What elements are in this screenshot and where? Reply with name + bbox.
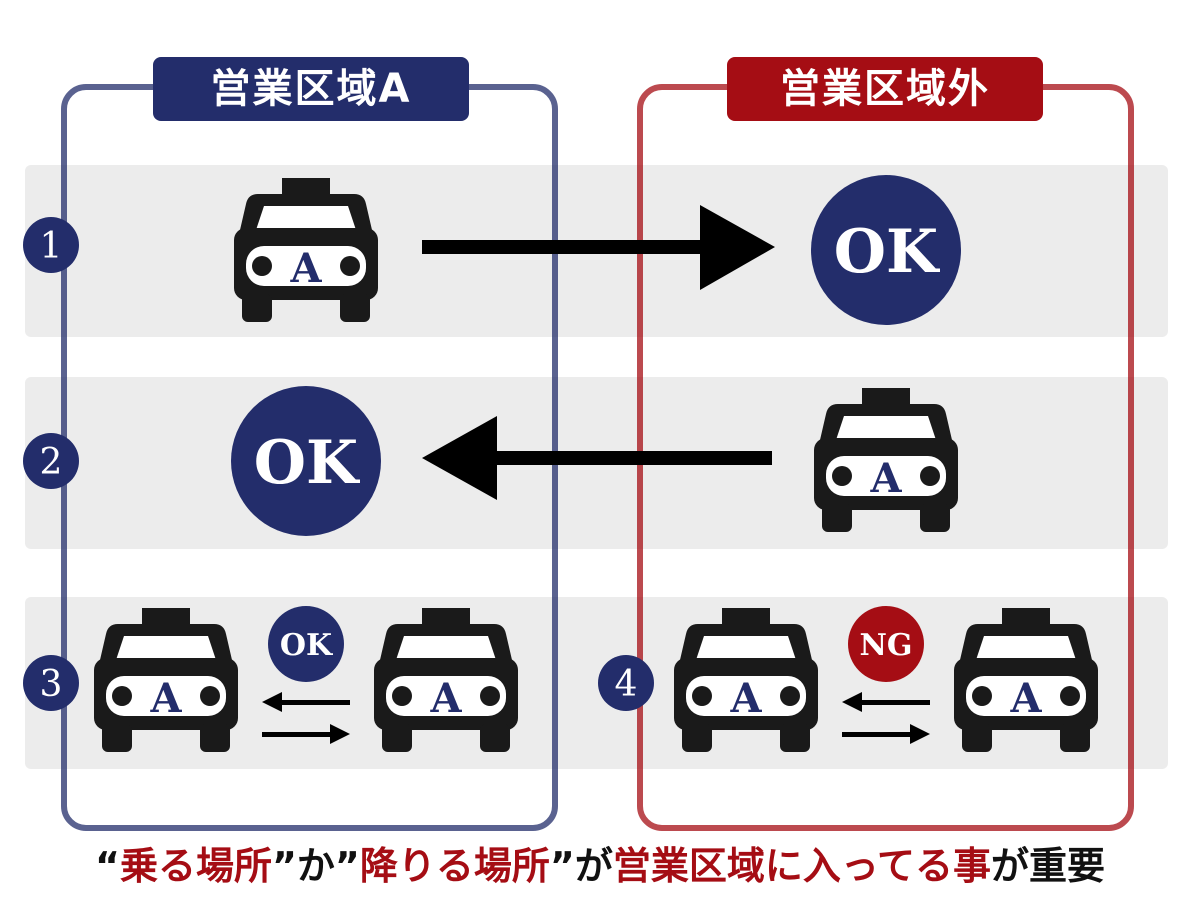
- row-number-4: 4: [615, 664, 638, 705]
- ok-badge-large: OK: [811, 175, 961, 325]
- caption-quote: ”か”: [271, 844, 360, 888]
- taxi-plate-letter: A: [429, 675, 462, 722]
- caption-business-area: 営業区域: [612, 844, 765, 888]
- taxi-icon: A: [94, 608, 238, 752]
- caption-is-important: が重要: [991, 844, 1106, 888]
- row-number-3: 3: [40, 664, 63, 705]
- row-number-badge-4: 4: [598, 655, 654, 711]
- caption-quote: ”が: [549, 844, 613, 888]
- exchange-arrows-icon: [842, 692, 930, 744]
- ok-badge-text: OK: [254, 428, 360, 498]
- taxi-plate-letter: A: [289, 245, 322, 292]
- taxi-plate-letter: A: [869, 455, 902, 502]
- arrow-left-icon: [422, 416, 772, 500]
- exchange-arrows-icon: [262, 692, 350, 744]
- caption-pickup-place: 乗る場所: [119, 844, 272, 888]
- arrow-right-icon: [422, 205, 775, 290]
- row-number-2: 2: [40, 442, 63, 483]
- caption-is-inside: に入ってる事: [764, 844, 992, 888]
- taxi-plate-letter: A: [1009, 675, 1042, 722]
- zone-a-label: 営業区域A: [153, 57, 469, 121]
- ok-badge-text: OK: [280, 628, 333, 663]
- row-number-badge-3: 3: [23, 655, 79, 711]
- row-number-badge-2: 2: [23, 433, 79, 489]
- taxi-icon: A: [234, 178, 378, 322]
- zone-outside-label: 営業区域外: [727, 57, 1043, 121]
- taxi-icon: A: [954, 608, 1098, 752]
- taxi-icon: A: [674, 608, 818, 752]
- ok-badge-small: OK: [268, 606, 344, 682]
- ok-badge-large: OK: [231, 386, 381, 536]
- row-number-badge-1: 1: [23, 217, 79, 273]
- taxi-icon: A: [814, 388, 958, 532]
- caption: “乗る場所”か”降りる場所”が営業区域に入ってる事が重要: [0, 836, 1200, 896]
- taxi-icon: A: [374, 608, 518, 752]
- ok-badge-text: OK: [834, 217, 940, 287]
- row-number-1: 1: [40, 226, 63, 267]
- ng-badge-text: NG: [859, 628, 912, 663]
- taxi-plate-letter: A: [149, 675, 182, 722]
- ng-badge-small: NG: [848, 606, 924, 682]
- taxi-plate-letter: A: [729, 675, 762, 722]
- caption-dropoff-place: 降りる場所: [359, 844, 550, 888]
- caption-quote: “: [94, 844, 120, 888]
